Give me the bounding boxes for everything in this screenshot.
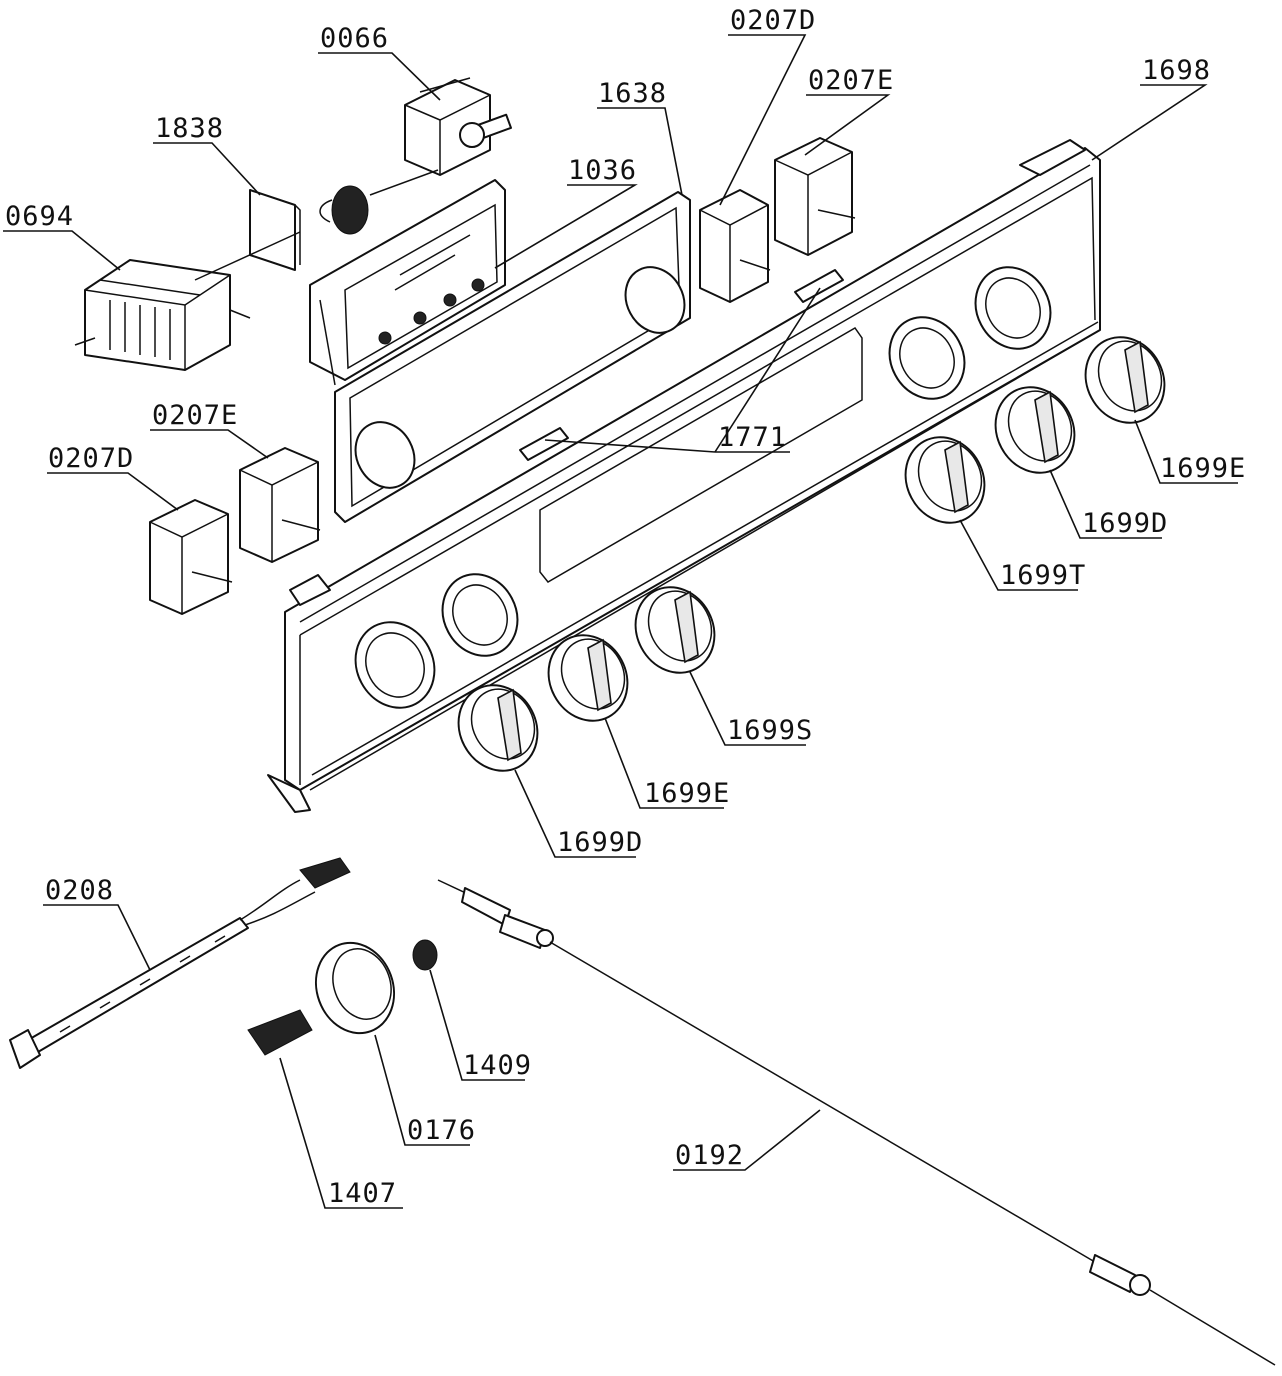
label-1638: 1638 (598, 78, 667, 109)
coil-spring (319, 185, 369, 235)
timer-0066 (369, 77, 512, 196)
label-1699T: 1699T (1000, 560, 1086, 591)
knob-1699E-right (1084, 336, 1166, 424)
clip-1838 (249, 189, 301, 271)
label-1409: 1409 (463, 1050, 532, 1081)
nut-1409 (412, 939, 438, 971)
knob-1699S (634, 586, 716, 674)
label-0207D-top: 0207D (730, 5, 816, 36)
switch-0207E-top (774, 137, 856, 256)
label-1699E-right: 1699E (1160, 453, 1246, 484)
wire-harness-0208 (9, 857, 351, 1069)
label-1838: 1838 (155, 113, 224, 144)
lamp-clip-1771 (519, 269, 844, 461)
knob-1699D-right (994, 386, 1076, 474)
label-1699D-right: 1699D (1082, 508, 1168, 539)
switch-0207D-left (149, 499, 233, 615)
bezel-0176 (314, 941, 396, 1035)
switch-0207E-left (239, 447, 321, 563)
label-1771: 1771 (718, 422, 787, 453)
label-1407: 1407 (328, 1178, 397, 1209)
label-1699S: 1699S (727, 715, 813, 746)
label-0176: 0176 (407, 1115, 476, 1146)
leader-lines (3, 34, 1238, 1209)
selector-switch-0694 (74, 231, 301, 371)
callout-labels: 0066 1838 0694 1036 1638 0207D 0207E 169… (5, 5, 1246, 1209)
knob-1699T (904, 436, 986, 524)
knob-1699D-mid (457, 684, 539, 772)
label-1036: 1036 (568, 155, 637, 186)
label-1699E-mid: 1699E (644, 778, 730, 809)
label-0192: 0192 (675, 1140, 744, 1171)
thermocouple-0192 (437, 879, 1276, 1366)
clip-1407 (247, 1009, 313, 1056)
control-panel-1698 (267, 139, 1101, 813)
label-0207D-left: 0207D (48, 443, 134, 474)
knob-1699E-mid (547, 634, 629, 722)
label-1698: 1698 (1142, 55, 1211, 86)
label-0694: 0694 (5, 201, 74, 232)
label-0207E-left: 0207E (152, 400, 238, 431)
pcb-module-1036 (309, 179, 506, 386)
label-0208: 0208 (45, 875, 114, 906)
display-frame-1638 (334, 191, 691, 523)
switch-0207D-top (699, 189, 771, 303)
label-0066: 0066 (320, 23, 389, 54)
label-0207E-top: 0207E (808, 65, 894, 96)
label-1699D-mid: 1699D (557, 827, 643, 858)
